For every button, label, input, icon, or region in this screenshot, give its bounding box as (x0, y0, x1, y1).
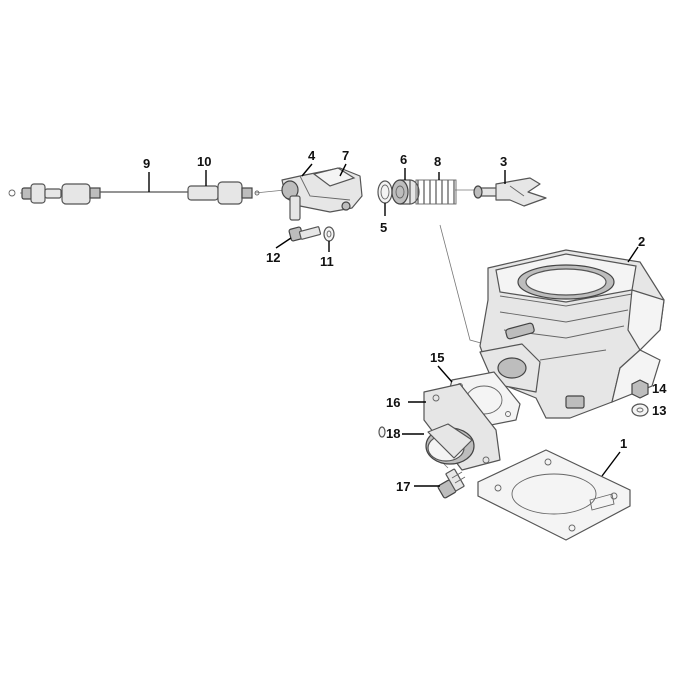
callout-18: 18 (386, 426, 400, 441)
grommet (378, 426, 386, 438)
lever-shaft (473, 177, 547, 207)
callout-7: 7 (342, 148, 349, 163)
callout-4: 4 (308, 148, 316, 163)
nut-and-washer (631, 379, 649, 417)
o-ring (377, 180, 393, 204)
spring (415, 179, 457, 205)
intake-flange (423, 383, 501, 471)
leader-lines (148, 163, 639, 487)
bushing (391, 179, 420, 205)
cable-assembly (8, 181, 260, 205)
callout-1: 1 (620, 436, 627, 451)
callout-11: 11 (320, 254, 334, 269)
callout-16: 16 (386, 395, 400, 410)
callout-9: 9 (143, 156, 150, 171)
cylinder (479, 249, 665, 419)
callout-15: 15 (430, 350, 444, 365)
callout-8: 8 (434, 154, 441, 169)
screw-and-washer (288, 226, 335, 242)
callout-17: 17 (396, 479, 410, 494)
assembly-guide-lines (20, 189, 493, 469)
callout-12: 12 (266, 250, 280, 265)
base-gasket (477, 449, 631, 541)
callout-5: 5 (380, 220, 387, 235)
lever-housing (281, 167, 363, 221)
callout-3: 3 (500, 154, 507, 169)
callout-14: 14 (652, 381, 667, 396)
callout-6: 6 (400, 152, 407, 167)
callout-labels: 9 10 4 7 6 8 3 5 12 11 2 15 16 14 13 18 … (143, 148, 667, 494)
callout-2: 2 (638, 234, 645, 249)
callout-13: 13 (652, 403, 666, 418)
bolt (437, 468, 466, 499)
callout-10: 10 (197, 154, 211, 169)
